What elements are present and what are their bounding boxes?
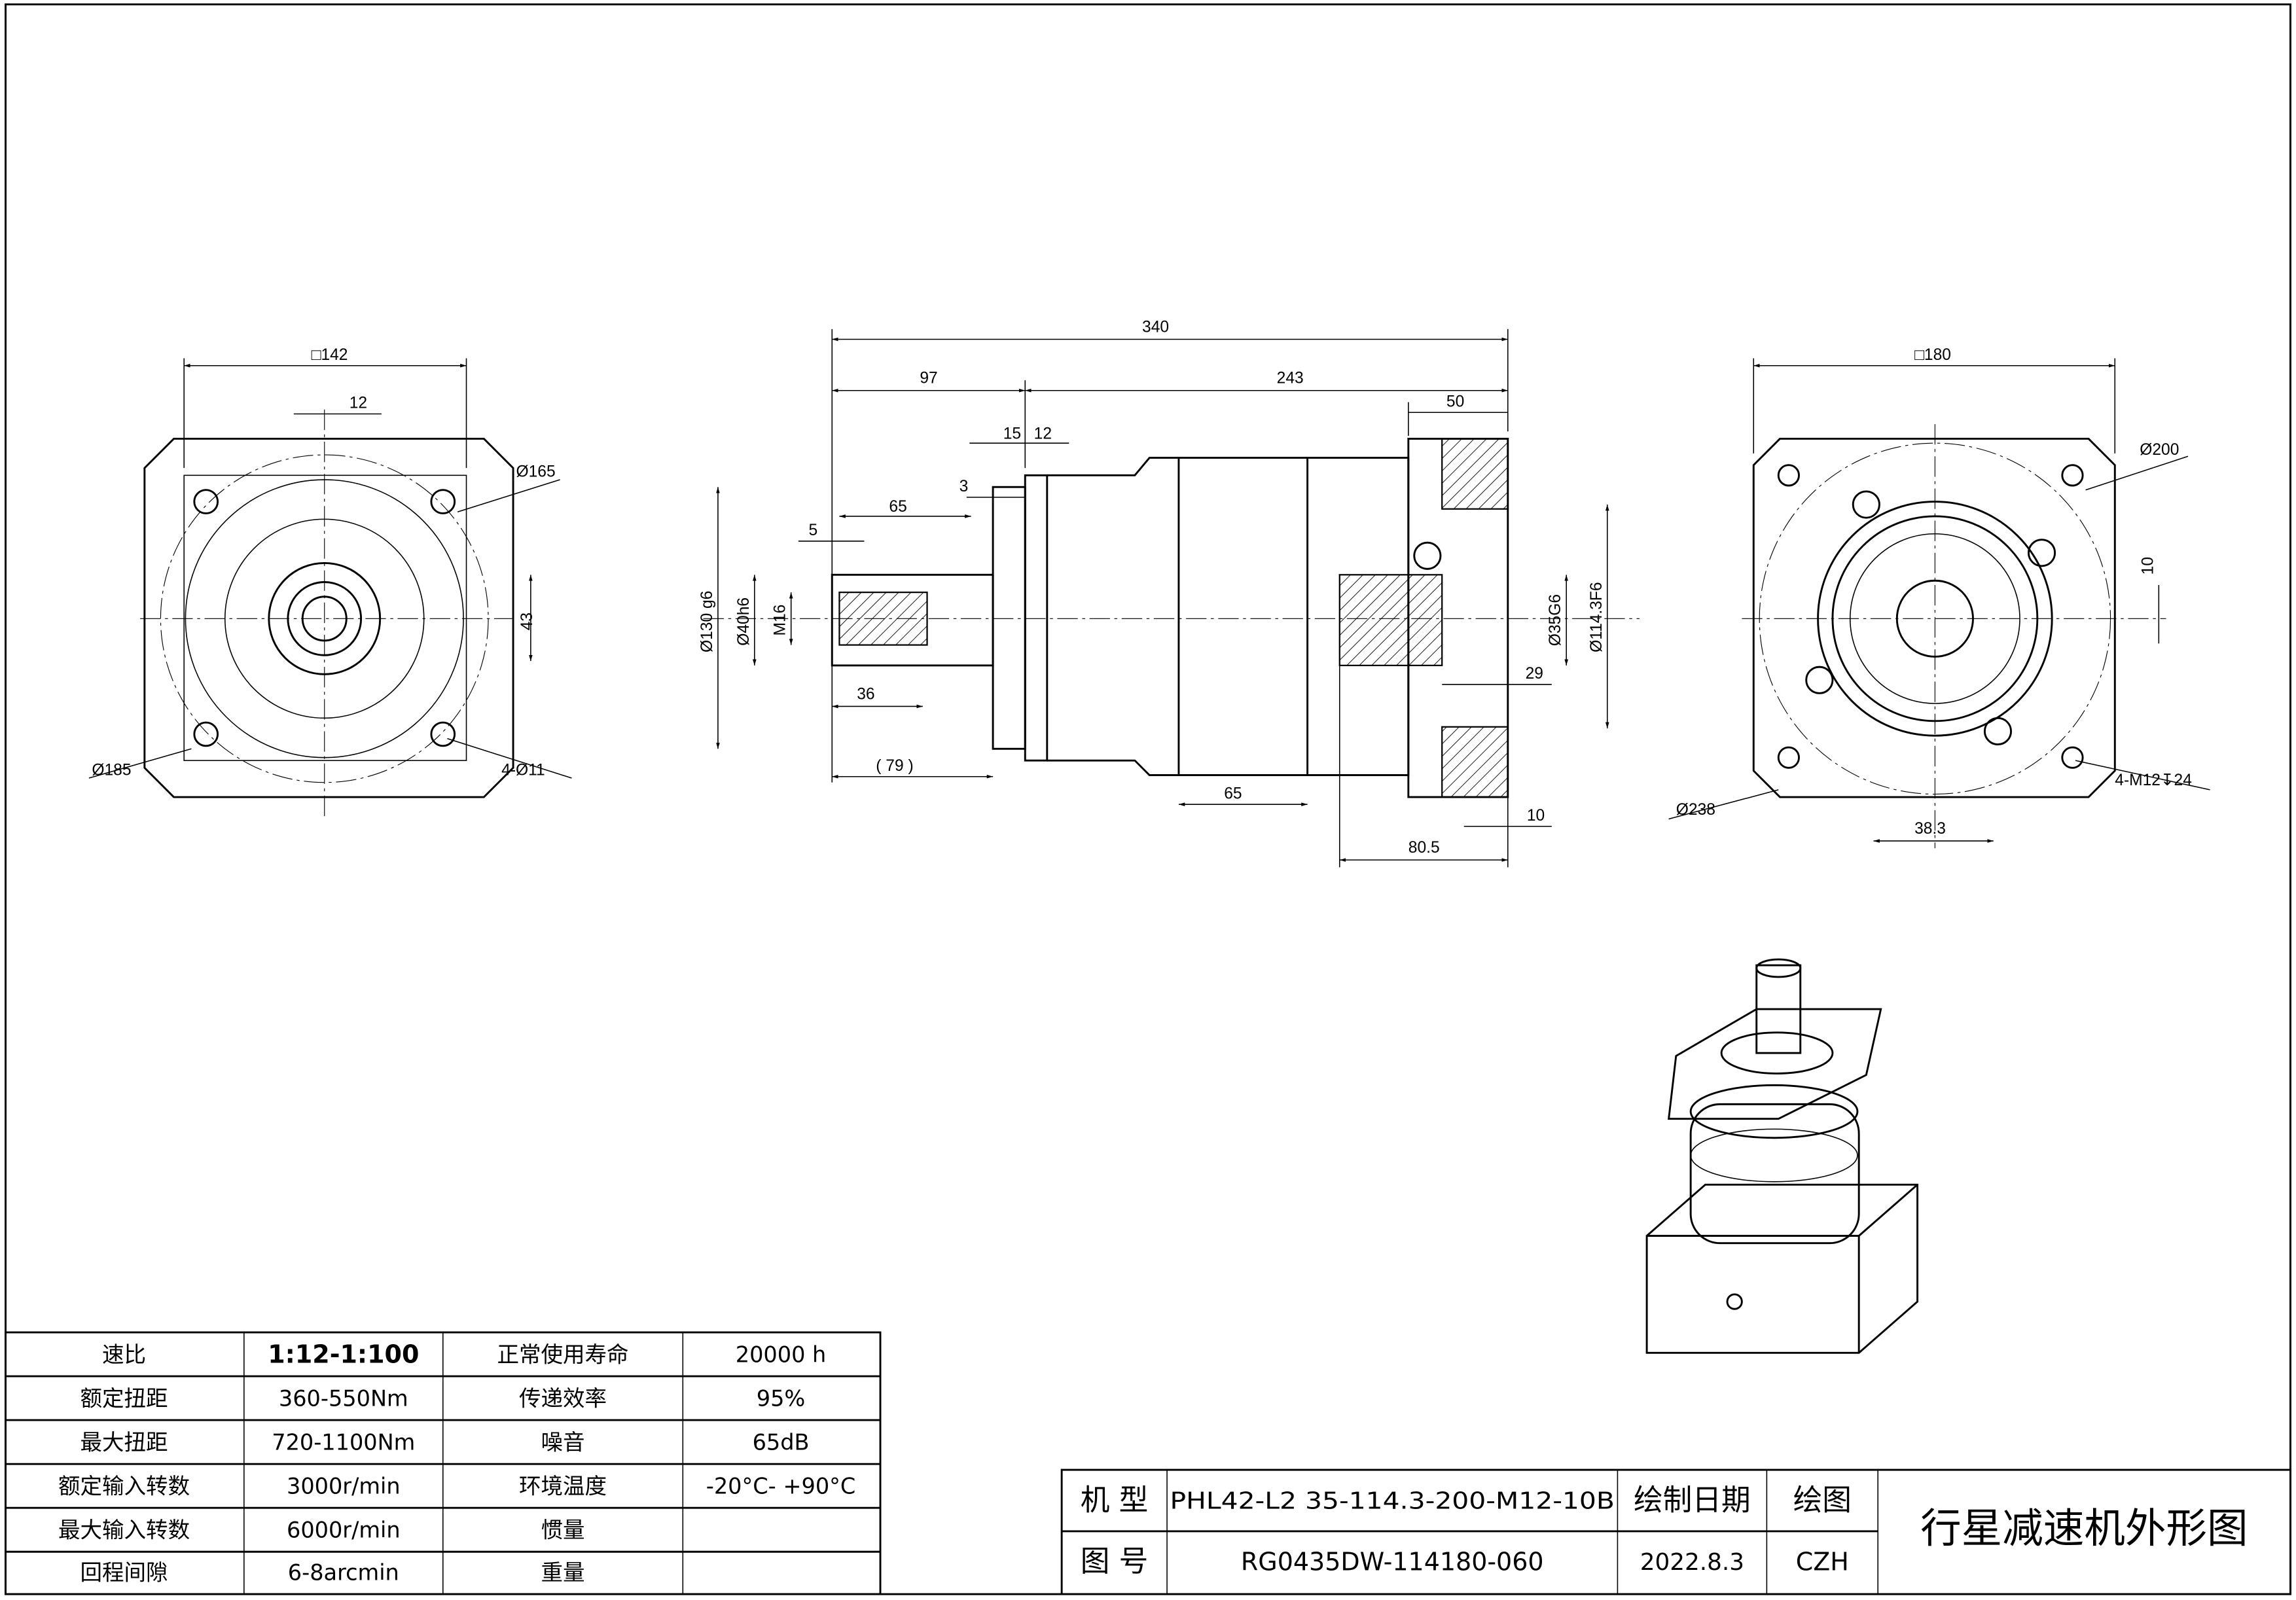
spec-value: 6-8arcmin: [288, 1559, 399, 1585]
spec-label: 惯量: [541, 1517, 585, 1542]
dim-15: 15: [1003, 425, 1021, 442]
dim-outer-238: Ø238: [1676, 801, 1715, 819]
dim-thread-m16: M16: [772, 605, 789, 636]
spec-value: 6000r/min: [287, 1517, 401, 1542]
input-end-view: □180 Ø200 Ø238 4-M12↧24 10 38.3: [1668, 346, 2210, 849]
spec-value: 360-550Nm: [279, 1385, 408, 1411]
dim-38-3: 38.3: [1914, 820, 1946, 838]
dim-key-12: 12: [350, 395, 367, 412]
spec-label: 最大扭距: [81, 1429, 168, 1455]
dim-340: 340: [1142, 318, 1169, 336]
spec-label: 额定输入转数: [58, 1473, 190, 1499]
spec-label: 重量: [541, 1559, 585, 1585]
drawing-title: 行星减速机外形图: [1920, 1504, 2248, 1552]
dim-shaft-40: Ø40h6: [735, 597, 753, 646]
dim-bore-35: Ø35G6: [1547, 594, 1564, 646]
spec-label: 环境温度: [519, 1473, 607, 1499]
dim-65-body: 65: [1224, 785, 1242, 802]
dim-3: 3: [960, 478, 969, 495]
model-label: 机 型: [1081, 1483, 1149, 1517]
output-end-view: □142 12 43 Ø165 Ø185 4-Ø11: [88, 346, 572, 819]
drawer-value: CZH: [1796, 1548, 1849, 1576]
dim-spigot-114: Ø114.3F6: [1588, 582, 1605, 652]
spec-label: 传递效率: [519, 1385, 607, 1411]
title-block: 机 型 PHL42-L2 35-114.3-200-M12-10B 绘制日期 绘…: [1060, 1468, 2291, 1595]
dim-29: 29: [1526, 665, 1543, 683]
drawing-no-label: 图 号: [1081, 1544, 1149, 1578]
dim-5: 5: [808, 522, 817, 539]
dim-243: 243: [1277, 370, 1304, 387]
dim-square-180: □180: [1914, 346, 1951, 364]
dim-holes: 4-Ø11: [501, 762, 545, 779]
spec-label: 额定扭距: [81, 1385, 168, 1411]
spec-value: 95%: [757, 1385, 805, 1411]
spec-value: 3000r/min: [287, 1473, 401, 1499]
spec-value: -20°C- +90°C: [706, 1473, 856, 1499]
spec-label: 正常使用寿命: [497, 1342, 628, 1367]
dim-pilot-130: Ø130 g6: [698, 591, 716, 652]
spec-value: 20000 h: [736, 1342, 827, 1367]
draw-date-value: 2022.8.3: [1640, 1549, 1744, 1576]
spec-value: 1:12-1:100: [268, 1340, 419, 1368]
model-value: PHL42-L2 35-114.3-200-M12-10B: [1170, 1487, 1615, 1514]
dim-12: 12: [1034, 425, 1052, 442]
draw-date-label: 绘制日期: [1634, 1483, 1751, 1517]
dim-50: 50: [1446, 393, 1464, 410]
spec-value: 65dB: [753, 1429, 810, 1455]
drawing-no-value: RG0435DW-114180-060: [1241, 1548, 1544, 1576]
dim-holes-m12: 4-M12↧24: [2115, 772, 2192, 789]
dim-36: 36: [857, 685, 874, 703]
dim-80-5: 80.5: [1408, 839, 1440, 857]
dim-square-142: □142: [312, 346, 348, 364]
dim-10: 10: [1527, 807, 1545, 825]
dim-key-10: 10: [2139, 557, 2157, 575]
dim-65-shaft: 65: [889, 498, 906, 516]
dim-pcd-200: Ø200: [2140, 441, 2179, 459]
spec-table: 速比 1:12-1:100 正常使用寿命 20000 h 额定扭距 360-550Nm 传…: [5, 1331, 882, 1595]
dim-outer-185: Ø185: [92, 762, 131, 779]
spec-label: 噪音: [541, 1429, 585, 1455]
dim-pcd-165: Ø165: [516, 463, 556, 481]
dim-97: 97: [920, 370, 937, 387]
spec-label: 回程间隙: [81, 1559, 168, 1585]
side-view: 340 97 243 50 15 12 3 65 5 36 ( 79 ) Ø13…: [698, 318, 1640, 868]
dim-79: ( 79 ): [876, 757, 913, 775]
dim-43: 43: [518, 613, 536, 630]
isometric-view: [1645, 958, 1919, 1354]
spec-label: 最大输入转数: [58, 1517, 190, 1542]
spec-label: 速比: [102, 1342, 146, 1367]
drawer-label: 绘图: [1793, 1483, 1852, 1517]
spec-value: 720-1100Nm: [272, 1429, 415, 1455]
